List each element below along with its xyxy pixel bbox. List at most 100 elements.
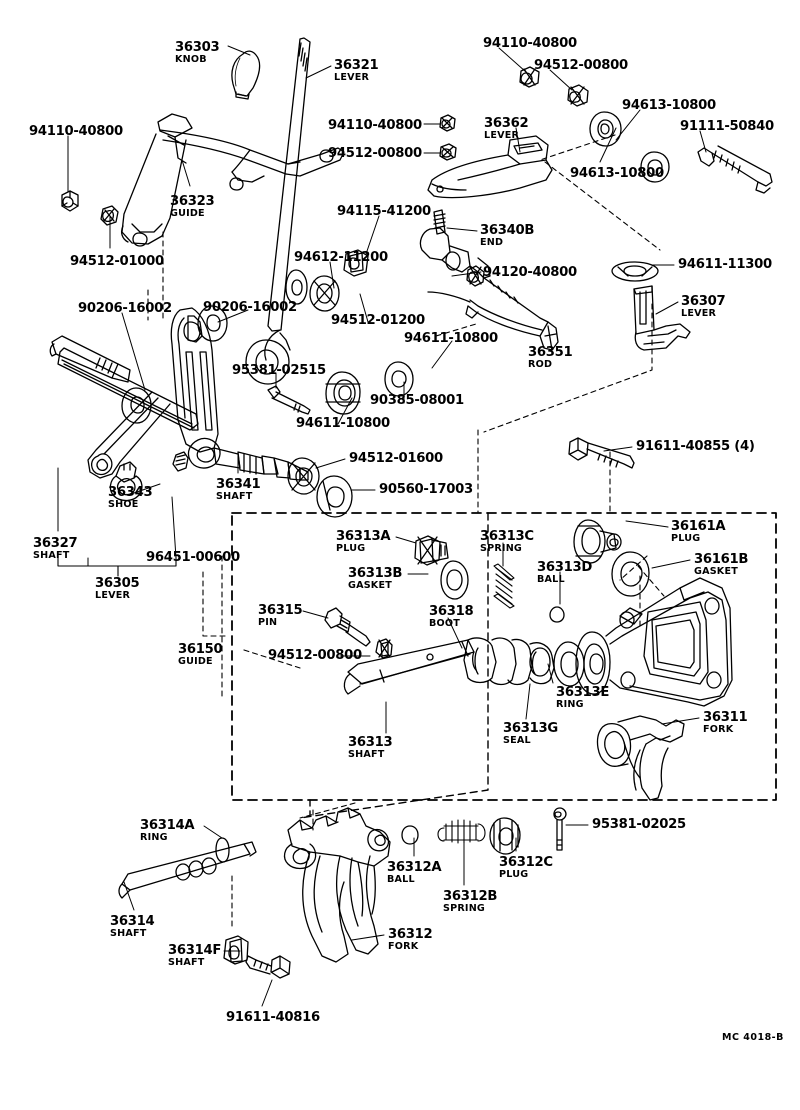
part-label-9161140816: 91611-40816 xyxy=(226,1010,320,1025)
part-label-9461310800: 94613-10800 xyxy=(622,98,716,113)
part-name: GUIDE xyxy=(178,655,213,667)
part-label-9451201200: 94512-01200 xyxy=(331,314,425,328)
part-number: 36312A xyxy=(387,860,442,875)
part-label-9056017003: 90560-17003 xyxy=(379,482,473,497)
part-number: 94612-11200 xyxy=(294,250,388,265)
part-name: SHAFT xyxy=(110,927,147,939)
part-number: 94512-00800 xyxy=(328,146,422,161)
part-number: 36314F xyxy=(168,943,222,958)
part-number: 94110-40800 xyxy=(483,36,577,51)
part-number: 94611-11300 xyxy=(678,257,772,272)
part-number: 36321 xyxy=(334,58,379,73)
part-number: 91611-40855 (4) xyxy=(636,439,755,454)
part-number: 36313C xyxy=(480,529,534,544)
part-name: PIN xyxy=(258,616,278,628)
part-number: 36362 xyxy=(484,116,529,131)
part-label-9038508001: 90385-08001 xyxy=(370,393,464,408)
part-number: 94611-10800 xyxy=(296,416,390,431)
part-number: 36312B xyxy=(443,889,498,904)
part-label-9411040800: 94110-40800 xyxy=(29,124,123,139)
part-number: 36314 xyxy=(110,914,155,929)
part-name: SEAL xyxy=(503,734,531,746)
part-number: 36305 xyxy=(95,576,140,591)
part-name: SHAFT xyxy=(348,748,385,760)
part-name: LEVER xyxy=(484,129,520,141)
part-number: 90206-16002 xyxy=(78,301,172,316)
part-label-9451200800: 94512-00800 xyxy=(268,648,362,663)
part-label-9411040800: 94110-40800 xyxy=(328,118,422,133)
part-number: 94110-40800 xyxy=(328,118,422,133)
part-number: 94613-10800 xyxy=(622,98,716,113)
part-label-9451200800: 94512-00800 xyxy=(534,59,628,73)
part-name: PLUG xyxy=(671,532,701,544)
part-name: SHAFT xyxy=(33,549,70,561)
part-label-9461310800: 94613-10800 xyxy=(570,167,664,181)
part-number: 91611-40816 xyxy=(226,1010,320,1025)
part-number: 94120-40800 xyxy=(483,265,577,280)
part-name: BOOT xyxy=(429,617,460,629)
part-number: 36307 xyxy=(681,294,726,309)
part-number: 36313 xyxy=(348,735,393,750)
part-number: 36343 xyxy=(108,485,153,500)
part-label-9451201600: 94512-01600 xyxy=(349,451,443,466)
part-number: 36313E xyxy=(556,685,610,700)
part-label-9461111300: 94611-11300 xyxy=(678,257,772,272)
diagram-code: MC 4018-B xyxy=(722,1032,784,1043)
part-name: KNOB xyxy=(175,53,207,65)
part-number: 96451-00600 xyxy=(146,550,240,565)
part-number: 94611-10800 xyxy=(404,331,498,346)
part-number: 36161A xyxy=(671,519,726,534)
part-number: 90560-17003 xyxy=(379,482,473,497)
part-label-9461211200: 94612-11200 xyxy=(294,250,388,265)
part-label-9111150840: 91111-50840 xyxy=(680,120,774,134)
part-number: 36340B xyxy=(480,223,535,238)
part-number: 36312 xyxy=(388,927,433,942)
part-number: 94110-40800 xyxy=(29,124,123,139)
part-number: 36313G xyxy=(503,721,558,736)
part-name: LEVER xyxy=(95,589,131,601)
part-label-9412040800: 94120-40800 xyxy=(483,265,577,280)
part-label-9645100600: 96451-00600 xyxy=(146,550,240,565)
part-number: 90385-08001 xyxy=(370,393,464,408)
part-label-9020616002: 90206-16002 xyxy=(203,301,297,315)
part-name: FORK xyxy=(388,940,419,952)
part-name: SPRING xyxy=(480,542,523,554)
part-number: 36311 xyxy=(703,710,748,725)
part-number: 36341 xyxy=(216,477,261,492)
part-name: BALL xyxy=(537,573,565,585)
part-name: LEVER xyxy=(681,307,717,319)
part-number: 94512-00800 xyxy=(268,648,362,663)
part-name: GASKET xyxy=(694,565,738,577)
part-number: 36161B xyxy=(694,552,749,567)
part-number: 36314A xyxy=(140,818,195,833)
part-number: 36313D xyxy=(537,560,593,575)
part-number: 36303 xyxy=(175,40,220,55)
part-name: BALL xyxy=(387,873,415,885)
part-number: 94512-01600 xyxy=(349,451,443,466)
part-name: END xyxy=(480,236,504,248)
